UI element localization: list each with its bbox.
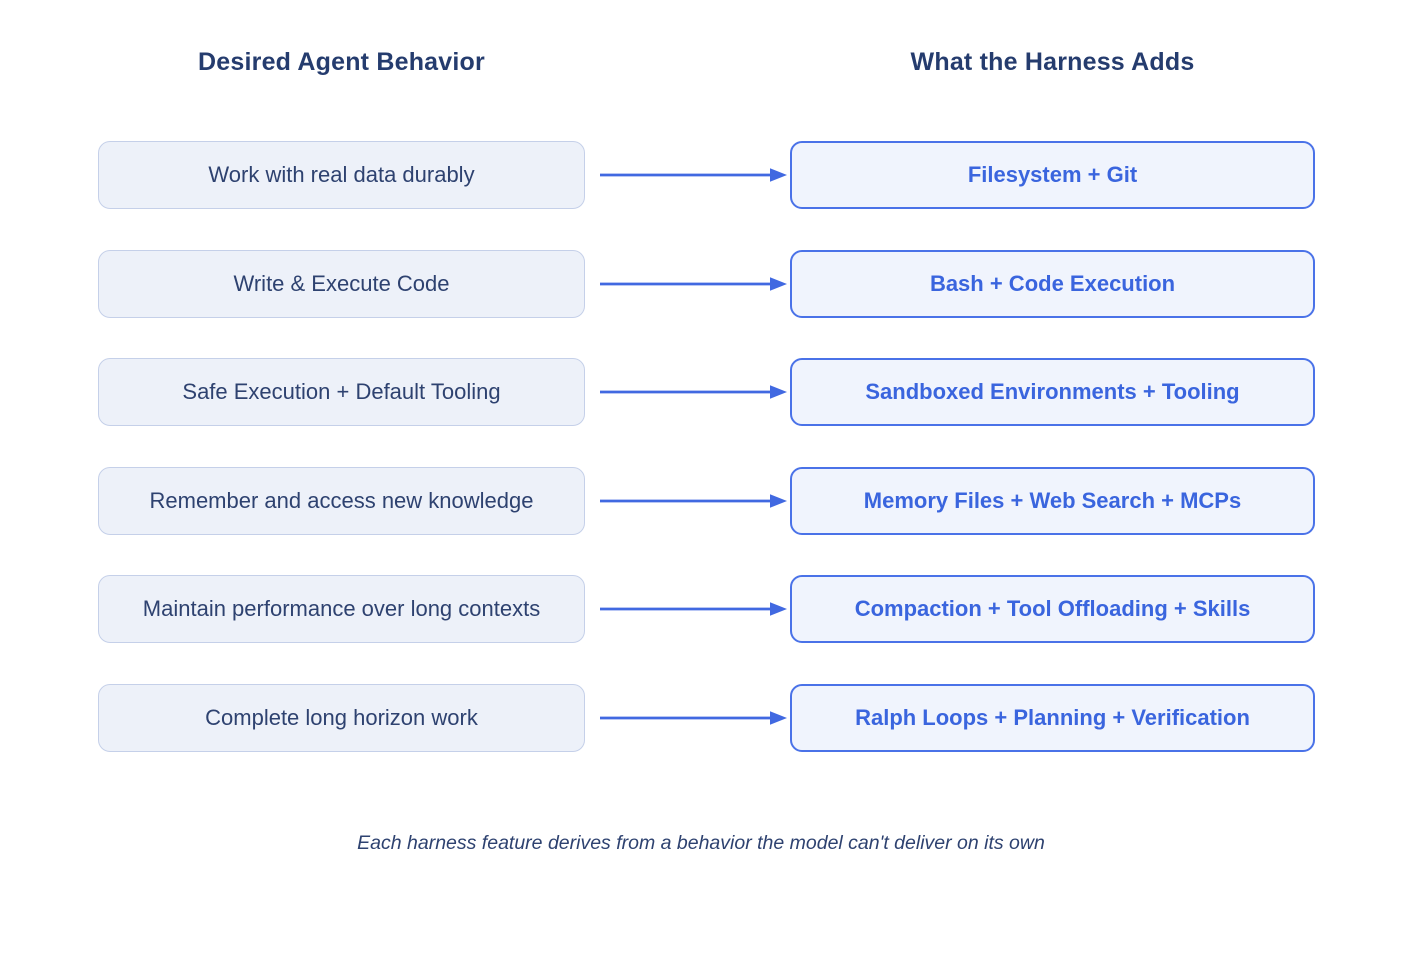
- harness-label: Bash + Code Execution: [929, 270, 1176, 296]
- harness-box: Compaction + Tool Offloading + Skills: [790, 575, 1315, 644]
- diagram-row-1: Work with real data durably Filesystem +…: [98, 141, 1315, 209]
- diagram-row-6: Complete long horizon work Ralph Loops +…: [98, 683, 1315, 752]
- behavior-box: Work with real data durably: [98, 141, 585, 209]
- right-arrow-icon: [600, 602, 787, 617]
- behavior-label: Maintain performance over long contexts: [142, 596, 541, 622]
- behavior-box: Maintain performance over long contexts: [98, 575, 585, 644]
- left-column-header: Desired Agent Behavior: [198, 48, 485, 76]
- behavior-label: Write & Execute Code: [233, 270, 450, 296]
- right-arrow-icon: [600, 711, 787, 725]
- right-arrow-icon: [600, 168, 787, 182]
- diagram-rows: Work with real data durably Filesystem +…: [98, 141, 1315, 752]
- right-arrow-icon: [600, 493, 787, 508]
- behavior-label: Complete long horizon work: [205, 704, 478, 730]
- harness-label: Filesystem + Git: [967, 162, 1138, 187]
- harness-label: Sandboxed Environments + Tooling: [865, 379, 1240, 405]
- harness-label: Memory Files + Web Search + MCPs: [863, 487, 1242, 513]
- harness-box: Sandboxed Environments + Tooling: [790, 358, 1315, 427]
- arrow-connector: [585, 250, 790, 318]
- right-arrow-icon: [600, 385, 787, 399]
- right-arrow-icon: [600, 276, 787, 291]
- behavior-label: Remember and access new knowledge: [149, 487, 534, 513]
- harness-label: Compaction + Tool Offloading + Skills: [854, 596, 1251, 622]
- diagram-row-5: Maintain performance over long contexts …: [98, 575, 1315, 644]
- footer-caption: Each harness feature derives from a beha…: [357, 832, 1045, 854]
- harness-label: Ralph Loops + Planning + Verification: [855, 704, 1250, 730]
- right-column-header: What the Harness Adds: [910, 48, 1195, 76]
- diagram-row-2: Write & Execute Code Bash + Code Executi…: [98, 249, 1315, 318]
- arrow-connector: [585, 575, 790, 643]
- diagram-row-3: Safe Execution + Default Tooling Sandbox…: [98, 358, 1315, 427]
- behavior-label: Work with real data durably: [208, 162, 475, 187]
- harness-box: Memory Files + Web Search + MCPs: [790, 466, 1315, 535]
- harness-box: Ralph Loops + Planning + Verification: [790, 683, 1315, 752]
- arrow-connector: [585, 467, 790, 535]
- behavior-box: Write & Execute Code: [98, 249, 585, 318]
- behavior-box: Safe Execution + Default Tooling: [98, 358, 585, 427]
- behavior-box: Remember and access new knowledge: [98, 466, 585, 535]
- arrow-connector: [585, 358, 790, 426]
- harness-box: Filesystem + Git: [790, 141, 1315, 209]
- behavior-label: Safe Execution + Default Tooling: [182, 379, 501, 405]
- arrow-connector: [585, 684, 790, 752]
- arrow-connector: [585, 141, 790, 209]
- behavior-box: Complete long horizon work: [98, 683, 585, 752]
- diagram-row-4: Remember and access new knowledge Memory…: [98, 466, 1315, 535]
- harness-box: Bash + Code Execution: [790, 249, 1315, 318]
